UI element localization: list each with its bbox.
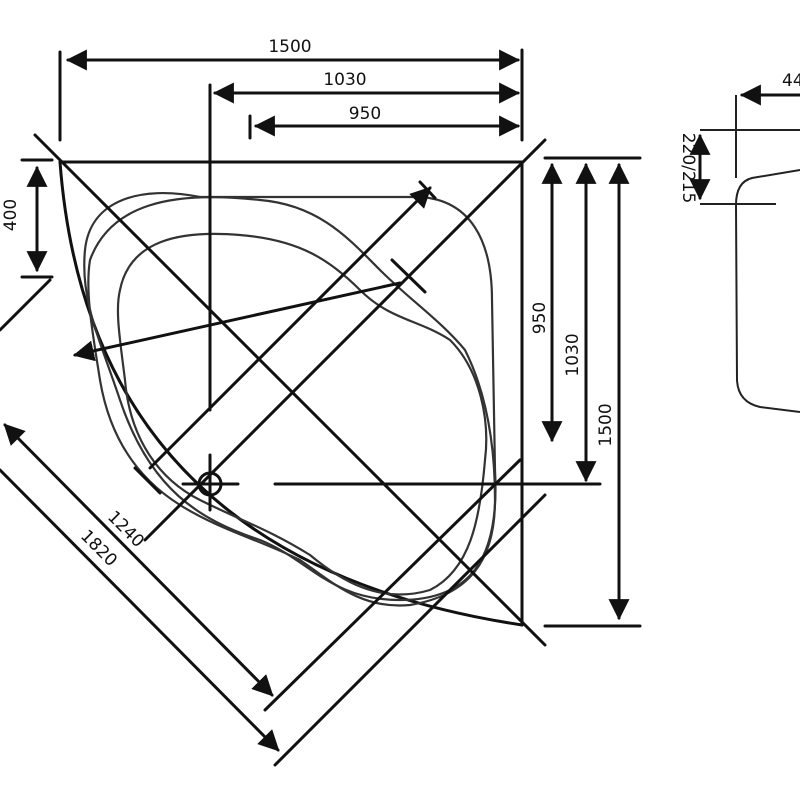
right-dimensions xyxy=(541,156,642,628)
side-view xyxy=(689,84,800,413)
label-right-1030: 1030 xyxy=(563,333,583,376)
diagonal-lines xyxy=(0,133,547,767)
label-top-1500: 1500 xyxy=(268,37,311,57)
label-left-400: 400 xyxy=(1,199,21,231)
label-diagonal-1820: 1820 xyxy=(76,526,121,571)
left-dimension xyxy=(20,158,54,279)
top-dimensions xyxy=(58,48,524,142)
diagonal-dimensions xyxy=(0,423,280,752)
label-side-44: 44 xyxy=(782,71,800,91)
label-right-1500: 1500 xyxy=(596,403,616,446)
label-side-220-215: 220/215 xyxy=(678,133,698,204)
label-top-950: 950 xyxy=(349,104,381,124)
label-right-950: 950 xyxy=(530,302,550,334)
label-top-1030: 1030 xyxy=(323,70,366,90)
